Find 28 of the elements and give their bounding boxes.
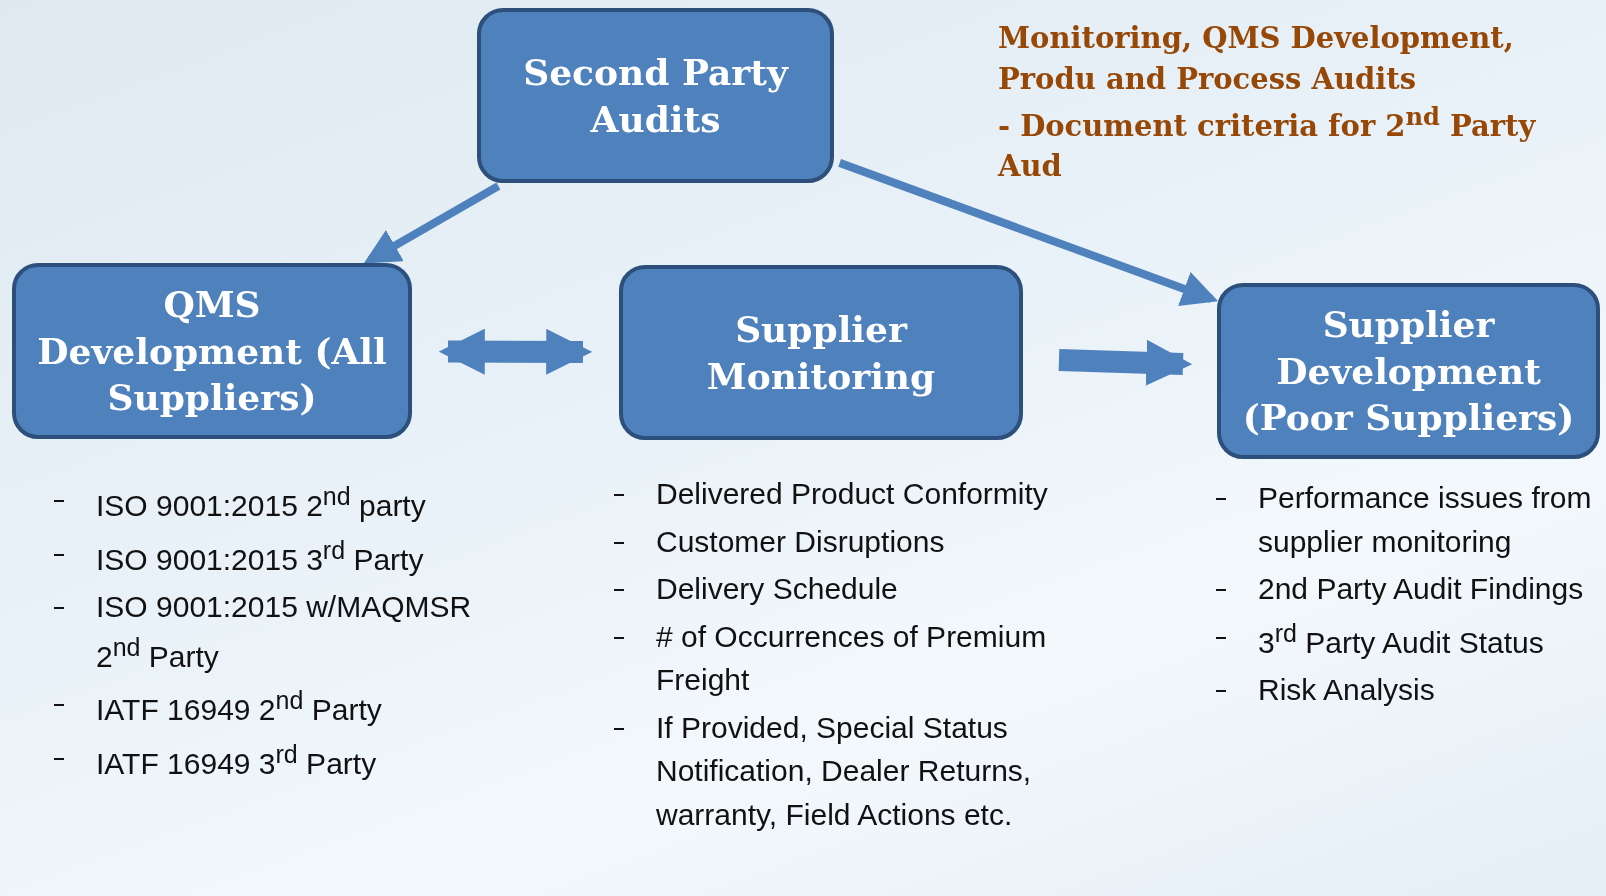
bullet-item: IATF 16949 2$^{nd}$ Party [50, 682, 490, 732]
box-title: QMS Development (All Suppliers) [36, 281, 388, 421]
bullet-item: ISO 9001:2015 3$^{rd}$ Party [50, 531, 490, 581]
arrow [363, 182, 501, 264]
bullet-item: 2nd Party Audit Findings [1212, 567, 1602, 611]
arrow [1058, 339, 1193, 386]
process-box [1217, 283, 1600, 459]
note-text: Monitoring, QMS Development, Produ and Process Audits [998, 20, 1515, 98]
bullet-item: Risk Analysis [1212, 668, 1602, 712]
box-title: Supplier Monitoring [705, 306, 937, 399]
arrow [438, 328, 593, 375]
bullet-item: ISO 9001:2015 w/MAQMSR 2$^{nd}$ Party [50, 585, 490, 678]
process-box [619, 265, 1023, 440]
bullet-item: ISO 9001:2015 2$^{nd}$ party [50, 478, 490, 528]
bullet-item: Delivered Product Conformity [610, 472, 1110, 516]
process-box [12, 263, 412, 439]
bullet-item: If Provided, Special Status Notification, Dealer Returns, warranty, Field Actions etc. [610, 705, 1110, 836]
box-title: Second Party Audits [522, 49, 790, 142]
bullet-item: Customer Disruptions [610, 519, 1110, 563]
bullet-item: Performance issues from supplier monitoring [1212, 476, 1602, 563]
process-box [477, 8, 834, 183]
bullet-item: 3$^{rd}$ Party Audit Status [1212, 614, 1602, 664]
note-text: - Document criteria for 2$^{nd}$ Party Aud [998, 101, 1537, 186]
box-title: Supplier Development (Poor Suppliers) [1241, 301, 1576, 441]
arrow [838, 159, 1219, 306]
bullet-item: Delivery Schedule [610, 567, 1110, 611]
bullet-item: IATF 16949 3$^{rd}$ Party [50, 735, 490, 785]
bullet-item: # of Occurrences of Premium Freight [610, 614, 1110, 702]
